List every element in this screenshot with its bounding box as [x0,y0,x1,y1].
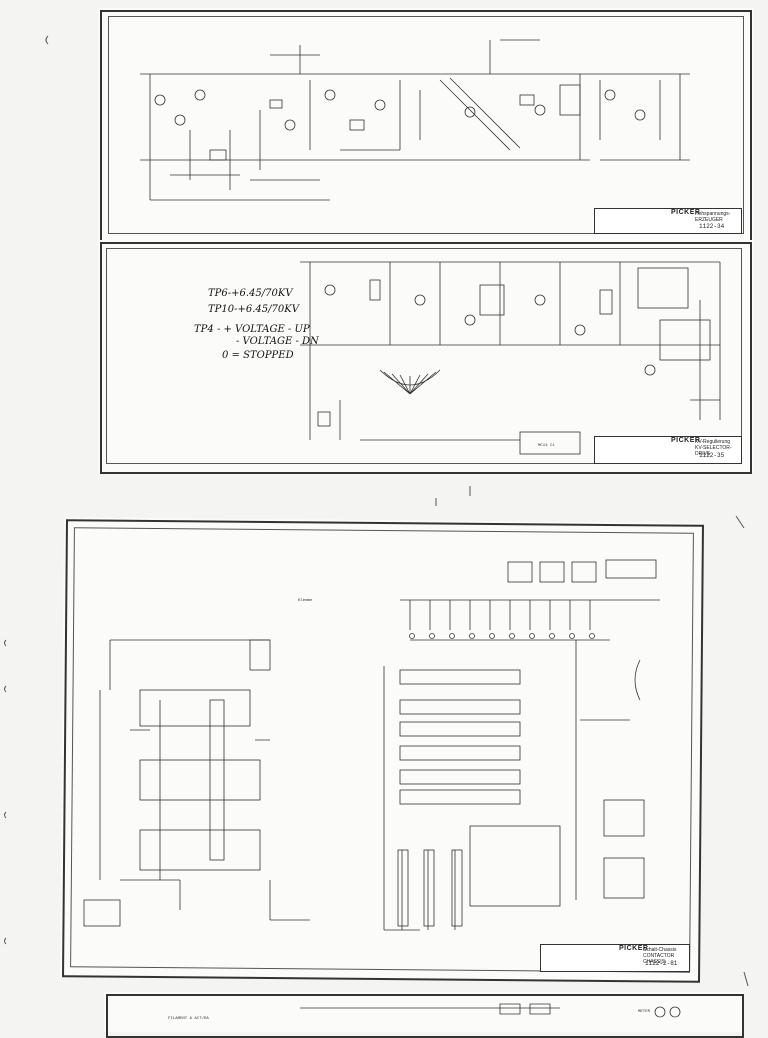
handwritten-note-tp4: TP4 - + VOLTAGE - UP [194,324,310,335]
handwritten-note-stopped: 0 = STOPPED [222,350,294,361]
sheet-1-title-block: PICKER Hohspannungs- ERZEUGER 1122-34 [594,208,742,234]
sheet-4-label-meter: METER [638,1010,651,1014]
handwritten-note-tp10: TP10-+6.45/70KV [208,304,299,315]
schematic-sheet-2 [98,240,754,472]
sheet-3-title-block: PICKER Schalt-Chassis CONTACTOR CHASSIS … [540,944,690,972]
sheet-3-note: Klemme [298,599,313,603]
sheet-2-circuit [300,261,721,455]
sheet-1-brand: PICKER [671,209,701,216]
sheet-1-title-en: ERZEUGER [695,217,723,223]
ic-label: MC14 C1 [538,444,555,448]
sheet-1-inner-border [108,16,744,234]
sheet-3-circuit [83,559,660,931]
sheet-1-circuit [140,39,690,201]
sheet-4-label-filament: FILAMENT & ACT/RA [168,1017,209,1021]
sheet-3-brand: PICKER [619,945,649,952]
sheet-2-brand: PICKER [671,437,701,444]
schematic-sheet-1 [98,8,754,240]
sheet-4-circuit [300,1003,681,1018]
sheet-1-drawing-number: 1122-34 [699,223,725,230]
sheet-2-drawing-number: 1122-35 [699,452,725,459]
sheet-3-title-en: CONTACTOR CHASSIS [643,953,675,965]
scan-marks [4,35,749,987]
sheet-2-border [100,242,752,474]
handwritten-note-voltage-dn: - VOLTAGE - DN [236,336,319,347]
sheet-1-title-de: Hohspannungs- [695,211,731,217]
sheet-2-title-de: KV-Regulierung [695,439,731,445]
sheet-3-title-de: Schalt-Chassis [643,947,677,953]
sheet-2-title-block: PICKER KV-Regulierung KV-SELECTOR-DRIVE … [594,436,742,464]
sheet-2-title-en: KV-SELECTOR-DRIVE [695,445,732,457]
handwritten-note-tp6: TP6-+6.45/70KV [208,288,293,299]
sheet-2-inner-border [106,248,742,464]
sheet-3-drawing-number: 1122-2-81 [645,960,678,967]
